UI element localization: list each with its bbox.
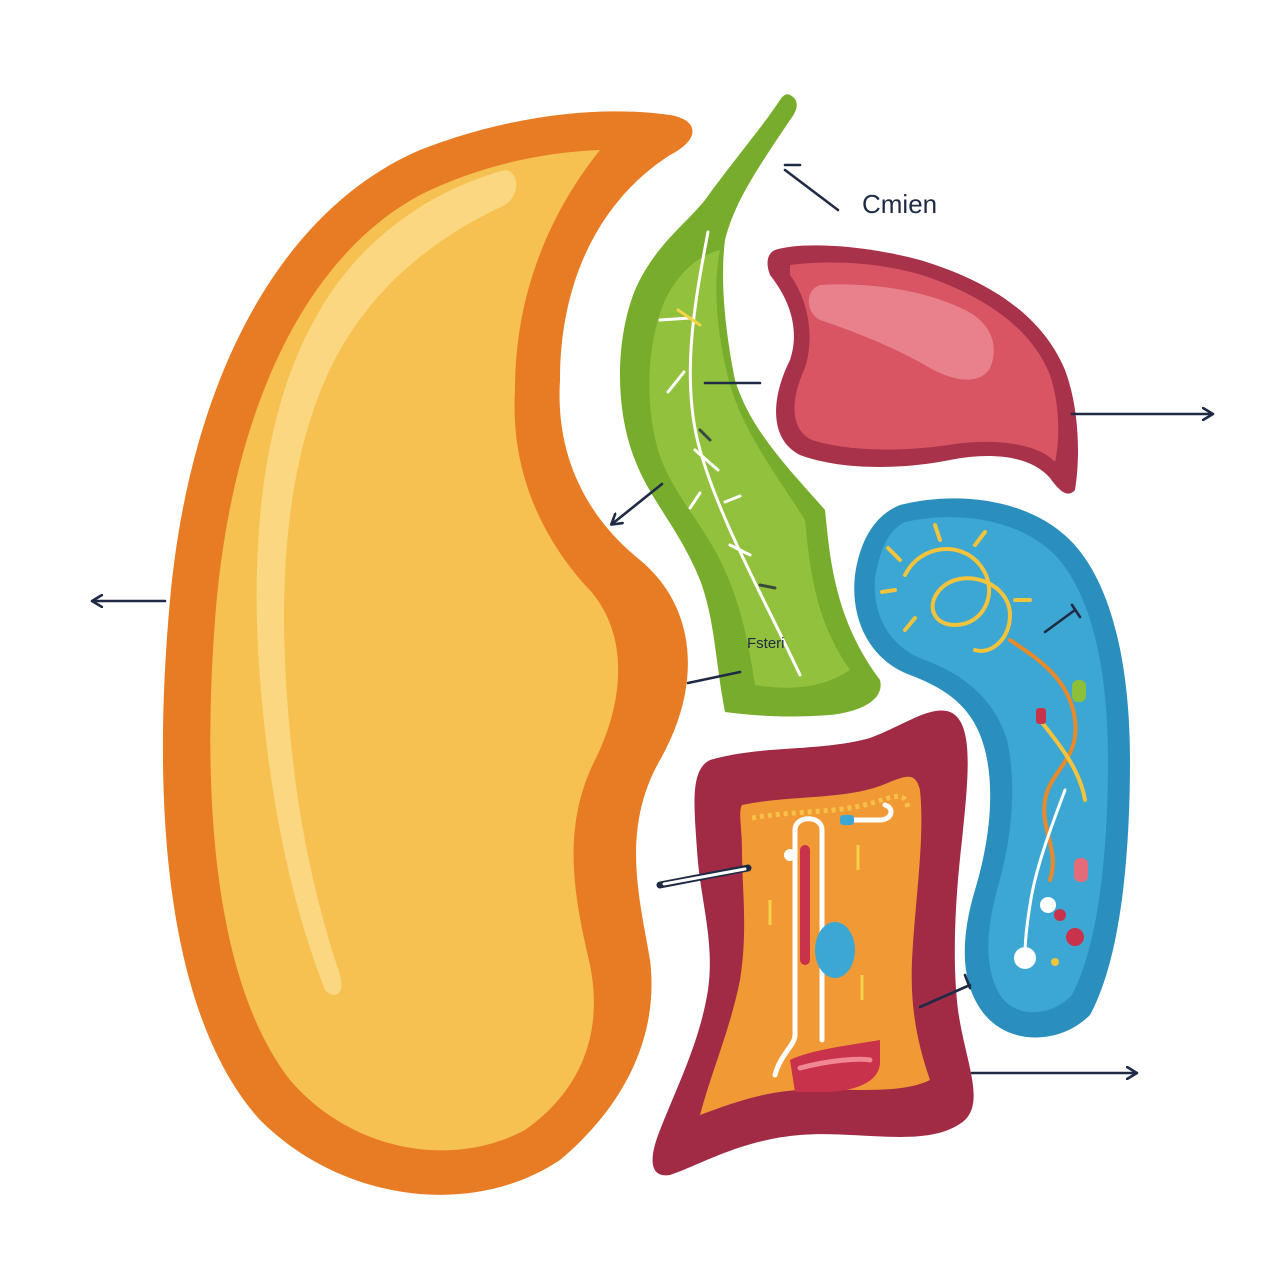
label-top-right: Cmien xyxy=(862,189,937,219)
green-vein-1 xyxy=(658,316,692,322)
tissue-blue-blob xyxy=(815,922,855,978)
green-organ xyxy=(620,94,881,717)
tissue-pointer-fill xyxy=(662,867,747,886)
red-granule-2 xyxy=(1066,928,1084,946)
tissue-white-dot xyxy=(784,849,796,861)
leader-blue-tick xyxy=(1070,603,1082,619)
green-vein-4 xyxy=(723,494,742,504)
yellow-coil xyxy=(903,547,1013,653)
leader-green-lower xyxy=(686,670,742,685)
yellow-ray-3 xyxy=(903,616,917,632)
leader-lines xyxy=(686,163,1082,1009)
leader-tissue-right xyxy=(918,983,972,1009)
leader-top-right xyxy=(783,168,840,212)
tissue-white-loop xyxy=(792,816,825,831)
tissue-inner-fringe xyxy=(751,793,911,821)
red-granule-3 xyxy=(1054,909,1066,921)
tissue-white-tube xyxy=(772,827,798,1078)
yellow-ray-1 xyxy=(886,546,902,562)
yellow-ray-5 xyxy=(973,530,987,547)
green-vein-2 xyxy=(666,370,686,394)
blue-organ xyxy=(854,498,1130,1038)
blue-organ-fill xyxy=(874,517,1108,1013)
leader-tissue-right-tick xyxy=(963,973,972,990)
red-organ xyxy=(767,245,1078,494)
yellow-strand xyxy=(1038,718,1087,802)
white-node xyxy=(1014,947,1036,969)
blue-organ-filaments xyxy=(880,523,1087,957)
green-vein-dark-2 xyxy=(758,583,777,590)
tissue-inner xyxy=(700,776,930,1115)
red-organ-highlight xyxy=(808,284,994,380)
white-granule xyxy=(1040,897,1056,913)
green-vein-6 xyxy=(728,543,752,557)
green-organ-midrib xyxy=(688,230,802,677)
green-vein-yellow xyxy=(676,308,702,327)
green-vein-3 xyxy=(693,448,720,472)
large-yellow-organ xyxy=(162,111,693,1195)
green-organ-shape xyxy=(620,94,881,717)
tissue-block xyxy=(652,710,974,1176)
pink-granule xyxy=(1074,858,1088,882)
tissue-red-squiggle xyxy=(790,1040,880,1092)
green-vein-5 xyxy=(688,491,702,510)
label-green-organ: Fsteri xyxy=(747,635,785,652)
yellow-ray-2 xyxy=(880,588,897,594)
tissue-blue-bit xyxy=(840,815,854,825)
tissue-pointer xyxy=(656,864,752,889)
yellow-granule xyxy=(1051,958,1059,966)
arrows xyxy=(93,414,1212,1073)
yellow-ray-4 xyxy=(933,523,942,542)
tissue-white-top xyxy=(842,802,894,823)
green-vein-dark xyxy=(698,428,712,442)
tissue-pink-squiggle xyxy=(797,1056,873,1071)
green-granule xyxy=(1072,680,1086,702)
green-organ-inner xyxy=(649,250,850,688)
white-strand xyxy=(1023,788,1067,957)
arrow-icon xyxy=(612,482,664,524)
leader-blue xyxy=(1043,608,1077,634)
large-organ-highlight xyxy=(256,170,517,995)
red-granule-1 xyxy=(1036,708,1046,724)
